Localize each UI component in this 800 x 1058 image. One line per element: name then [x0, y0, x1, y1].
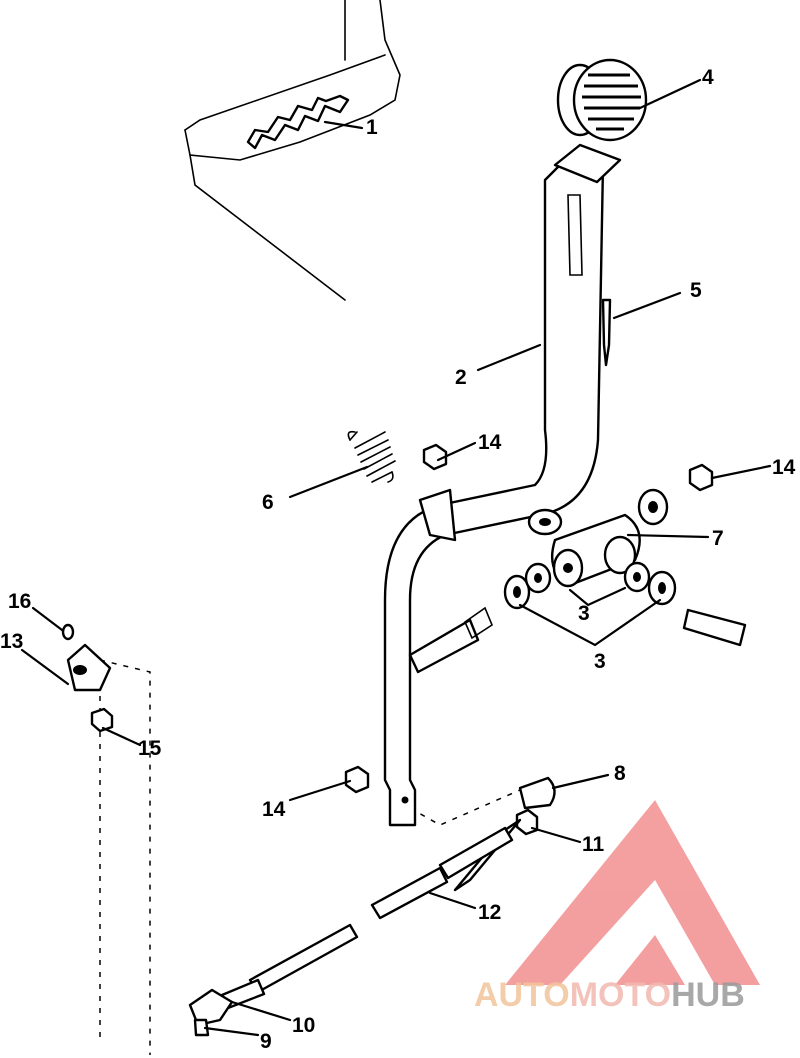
pedal-rest-bracket: [246, 94, 350, 150]
callout-14-upper: 14: [478, 431, 502, 454]
brake-pedal-arm: [383, 143, 622, 827]
callout-13: 13: [0, 630, 23, 653]
adjustment-slot: [567, 194, 583, 276]
cotter-pin: [601, 298, 612, 367]
link-bracket: [61, 623, 112, 692]
callout-15: 15: [138, 737, 162, 760]
spring-tab: [418, 488, 457, 542]
pivot-assembly: [408, 513, 747, 674]
callout-1: 1: [366, 116, 378, 139]
return-spring: [347, 430, 396, 483]
floor-panel: [184, 0, 401, 301]
brake-rod-assembly: [188, 776, 556, 1037]
callout-14-right: 14: [772, 456, 796, 479]
watermark-text: AUTOMOTOHUB: [474, 976, 745, 1014]
pedal-top-plate: [553, 143, 622, 184]
arm-bottom-hole: [401, 796, 409, 804]
callout-8: 8: [614, 762, 626, 785]
callout-5: 5: [690, 279, 702, 302]
threaded-adjuster: [438, 826, 514, 880]
rod-upper-section: [370, 866, 449, 920]
callout-4: 4: [702, 66, 714, 89]
assembly-centerlines: [99, 499, 541, 1055]
callout-12: 12: [478, 901, 501, 924]
callout-3-upper: 3: [578, 602, 590, 625]
callout-3-lower: 3: [594, 650, 606, 673]
callout-7: 7: [712, 527, 724, 550]
washers: [503, 488, 677, 610]
callout-labels: 1 4 5 2 14 14 6 7 3 3 16 13 15 8 14 11 1…: [0, 66, 796, 1053]
pedal-pad: [556, 58, 648, 142]
rod-end-upper: [518, 776, 556, 810]
callout-10: 10: [292, 1014, 315, 1037]
callout-6: 6: [262, 491, 274, 514]
rod-lower-section: [248, 923, 359, 994]
leader-lines: [20, 78, 772, 1037]
callout-11: 11: [582, 833, 605, 856]
watermark-wordmark: AUTOMOTOHUB: [474, 976, 745, 1014]
pivot-shaft-end: [682, 608, 747, 647]
watermark-triangle-core: [615, 935, 685, 985]
callout-9: 9: [260, 1030, 272, 1053]
callout-2: 2: [455, 366, 467, 389]
callout-16: 16: [8, 590, 31, 613]
watermark-triangle-outer: [505, 800, 760, 985]
watermark-logo: [505, 800, 760, 985]
pivot-bolt-shank: [408, 618, 480, 674]
callout-14-lower: 14: [262, 798, 286, 821]
